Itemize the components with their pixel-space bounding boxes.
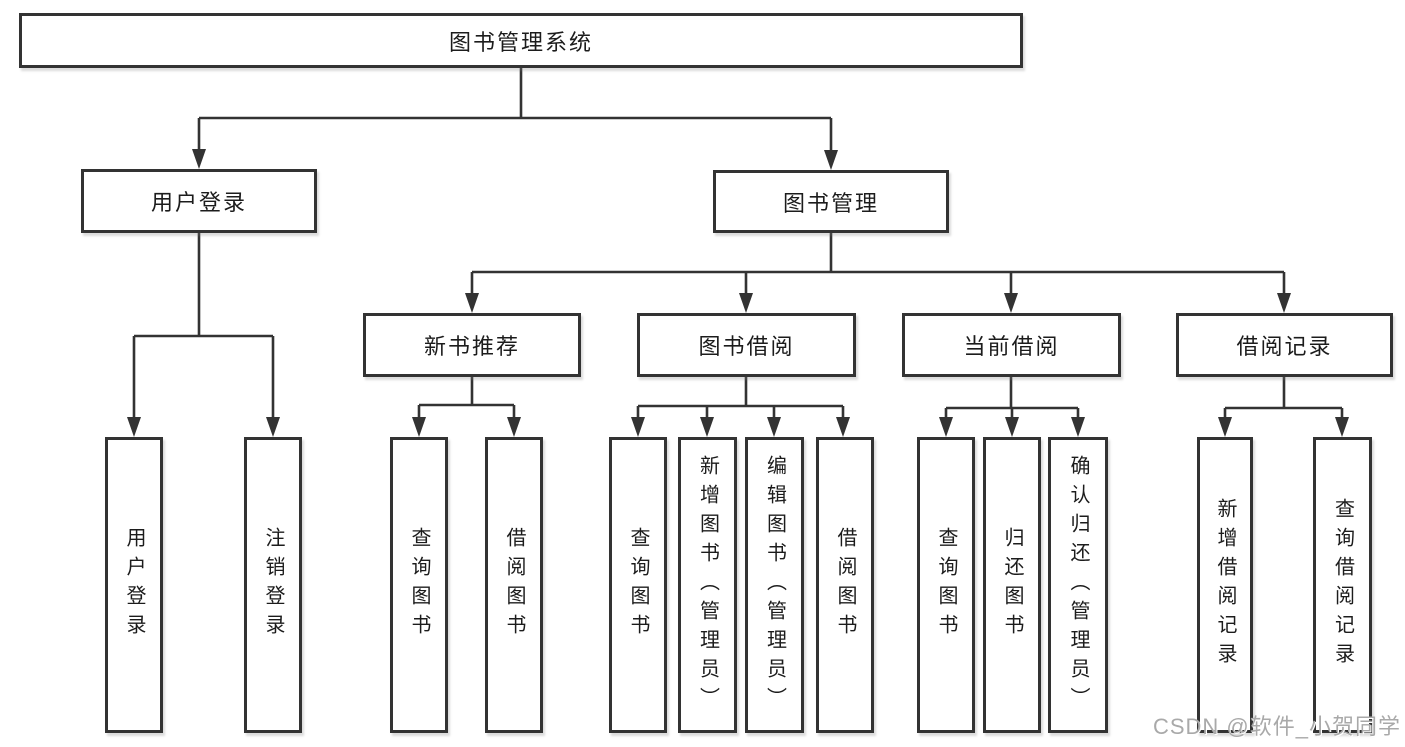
node-label: 图书借阅 bbox=[698, 334, 795, 359]
arrowhead bbox=[507, 417, 521, 437]
arrowhead bbox=[1277, 293, 1291, 313]
leaf-query-books-borrow: 查询图书 bbox=[609, 437, 667, 733]
leaf-edit-books-admin: 编辑图书（管理员） bbox=[745, 437, 804, 733]
arrowhead bbox=[631, 417, 645, 437]
node-label: 编辑图书（管理员） bbox=[763, 454, 786, 716]
node-book-management: 图书管理 bbox=[713, 170, 949, 233]
arrowhead bbox=[939, 417, 953, 437]
node-current-borrow: 当前借阅 bbox=[902, 313, 1121, 377]
leaf-confirm-return-admin: 确认归还（管理员） bbox=[1048, 437, 1108, 733]
arrowhead bbox=[824, 150, 838, 170]
arrowhead bbox=[465, 293, 479, 313]
connector-book-borrow bbox=[636, 377, 845, 420]
arrowhead bbox=[1004, 293, 1018, 313]
arrowhead bbox=[1335, 417, 1349, 437]
connector-new-book bbox=[417, 377, 516, 420]
leaf-borrow-books-recommend: 借阅图书 bbox=[485, 437, 543, 733]
leaf-query-books-recommend: 查询图书 bbox=[390, 437, 448, 733]
connector-current-borrow bbox=[944, 377, 1080, 420]
node-new-book-recommend: 新书推荐 bbox=[363, 313, 581, 377]
node-borrow-records: 借阅记录 bbox=[1176, 313, 1393, 377]
arrowhead bbox=[739, 293, 753, 313]
node-label: 注销登录 bbox=[262, 527, 284, 643]
arrowhead bbox=[127, 417, 141, 437]
arrowhead bbox=[1005, 417, 1019, 437]
leaf-logout: 注销登录 bbox=[244, 437, 302, 733]
leaf-query-borrow-record: 查询借阅记录 bbox=[1313, 437, 1372, 733]
node-label: 查询图书 bbox=[408, 527, 430, 643]
arrowhead bbox=[767, 417, 781, 437]
node-label: 借阅图书 bbox=[503, 527, 525, 643]
arrowhead bbox=[1071, 417, 1085, 437]
node-label: 图书管理 bbox=[782, 190, 879, 216]
node-label: 图书管理系统 bbox=[448, 29, 593, 55]
leaf-user-login: 用户登录 bbox=[105, 437, 163, 733]
arrowhead bbox=[412, 417, 426, 437]
node-label: 查询图书 bbox=[935, 527, 957, 643]
connector-book-management bbox=[470, 233, 1286, 296]
arrowhead bbox=[1218, 417, 1232, 437]
arrowhead bbox=[700, 417, 714, 437]
arrowhead bbox=[266, 417, 280, 437]
node-label: 查询借阅记录 bbox=[1331, 498, 1354, 672]
csdn-watermark: CSDN @软件_小贺同学 bbox=[1152, 714, 1401, 739]
node-label: 借阅记录 bbox=[1236, 334, 1333, 359]
leaf-return-books: 归还图书 bbox=[983, 437, 1041, 733]
connector-root bbox=[197, 68, 833, 153]
node-book-borrow: 图书借阅 bbox=[637, 313, 856, 377]
leaf-add-books-admin: 新增图书（管理员） bbox=[678, 437, 737, 733]
node-label: 归还图书 bbox=[1001, 527, 1023, 643]
node-label: 查询图书 bbox=[627, 527, 649, 643]
node-user-login: 用户登录 bbox=[81, 169, 317, 233]
node-label: 新增图书（管理员） bbox=[696, 454, 719, 716]
node-label: 用户登录 bbox=[123, 527, 145, 643]
arrowhead bbox=[836, 417, 850, 437]
arrowhead bbox=[192, 149, 206, 169]
node-label: 当前借阅 bbox=[963, 334, 1060, 359]
node-label: 新书推荐 bbox=[423, 334, 520, 359]
node-label: 确认归还（管理员） bbox=[1067, 454, 1089, 716]
leaf-query-books-current: 查询图书 bbox=[917, 437, 975, 733]
leaf-borrow-books: 借阅图书 bbox=[816, 437, 874, 733]
node-root-system: 图书管理系统 bbox=[19, 13, 1023, 68]
node-label: 用户登录 bbox=[150, 190, 247, 215]
connector-user-login bbox=[132, 233, 275, 420]
connector-borrow-records bbox=[1223, 377, 1344, 420]
leaf-add-borrow-record: 新增借阅记录 bbox=[1197, 437, 1253, 733]
node-label: 新增借阅记录 bbox=[1214, 498, 1236, 672]
node-label: 借阅图书 bbox=[834, 527, 856, 643]
